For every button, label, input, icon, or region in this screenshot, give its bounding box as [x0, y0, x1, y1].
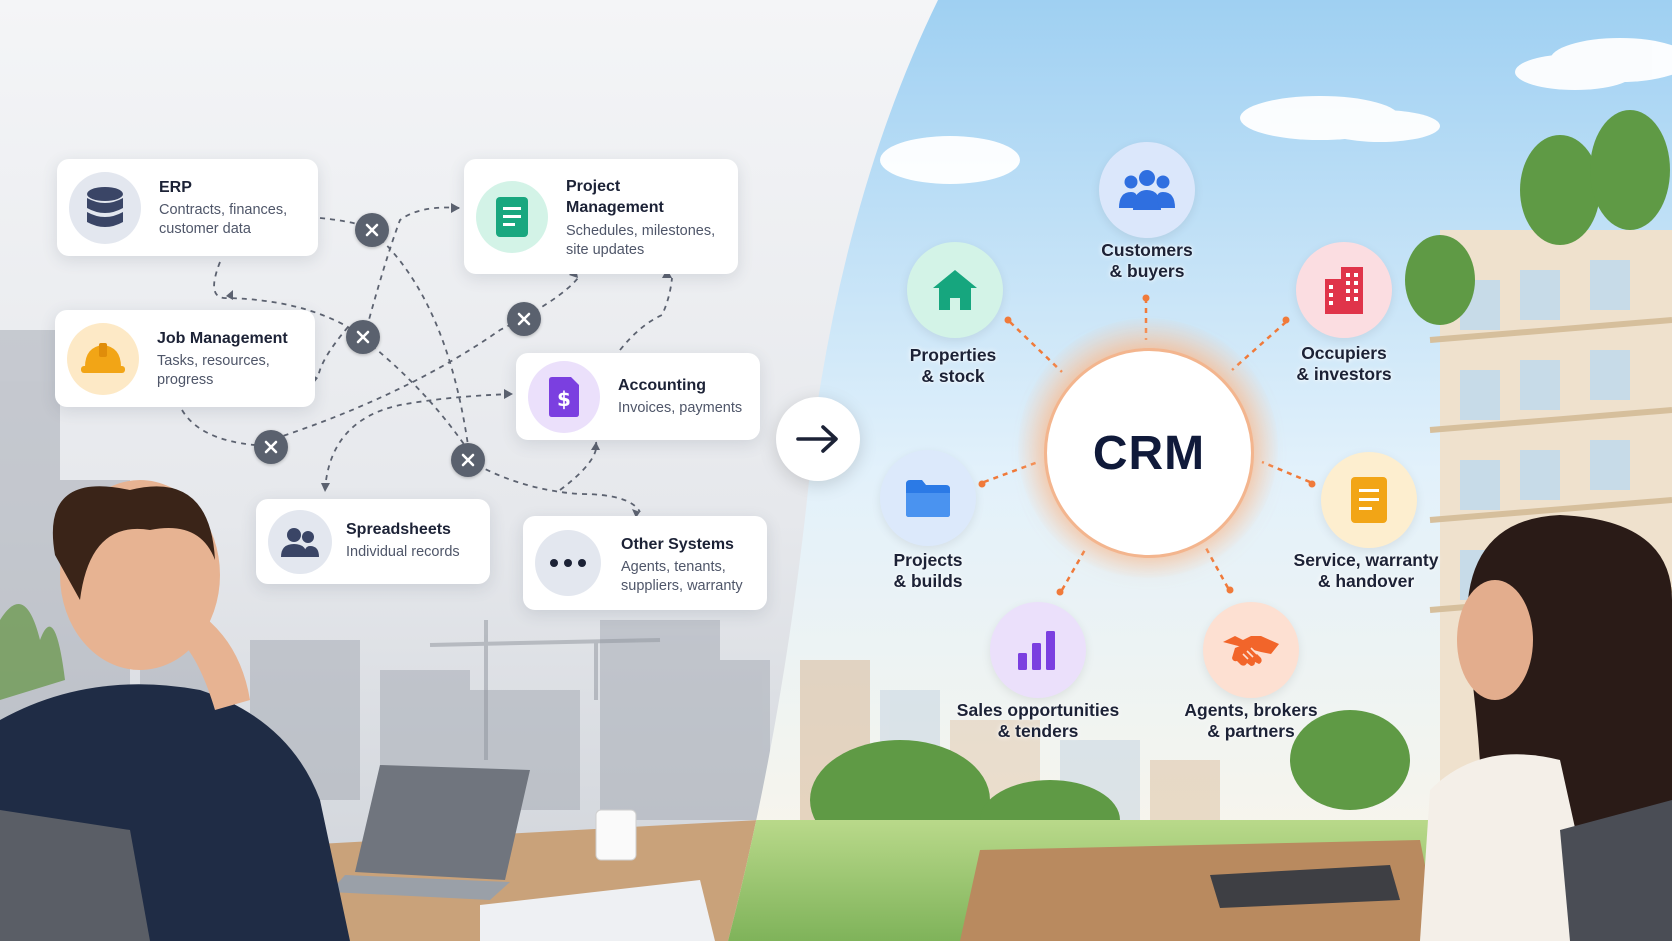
- properties-label-line-1: Properties: [909, 345, 997, 365]
- svg-text:$: $: [557, 387, 571, 411]
- customers-label: Customers & buyers: [1037, 240, 1257, 282]
- broken-link-x-icon: [507, 302, 541, 336]
- sales-label-line-2: & tenders: [997, 721, 1079, 741]
- project-management-card: Project Management Schedules, milestones…: [464, 159, 738, 274]
- document-icon: [1351, 477, 1387, 523]
- customers-label-line-1: Customers: [1101, 240, 1193, 260]
- agents-node: [1203, 602, 1299, 698]
- hard-hat-icon: [67, 322, 139, 395]
- agents-label-line-2: & partners: [1207, 721, 1295, 741]
- other-systems-subtitle-line-2: suppliers, warranty: [621, 578, 743, 594]
- database-icon: [69, 171, 141, 244]
- project-management-subtitle-line-1: Schedules, milestones,: [566, 223, 716, 239]
- service-label: Service, warranty & handover: [1256, 550, 1476, 592]
- accounting-card: $ Accounting Invoices, payments: [516, 353, 760, 440]
- accounting-title: Accounting: [618, 377, 706, 394]
- projects-label-line-1: Projects: [893, 550, 963, 570]
- more-options-icon: [535, 530, 601, 596]
- broken-link-x-icon: [346, 320, 380, 354]
- people-icon: [268, 509, 332, 574]
- other-systems-title: Other Systems: [621, 536, 734, 553]
- arrow-right-icon: [776, 397, 860, 481]
- projects-label-line-2: & builds: [893, 571, 963, 591]
- erp-title: ERP: [159, 179, 192, 196]
- service-label-line-1: Service, warranty: [1293, 550, 1439, 570]
- spreadsheets-card: Spreadsheets Individual records: [256, 499, 490, 584]
- agents-label-line-1: Agents, brokers: [1184, 700, 1318, 720]
- projects-label: Projects & builds: [818, 550, 1038, 592]
- bar-chart-icon: [1018, 631, 1055, 670]
- erp-subtitle-line-2: customer data: [159, 221, 251, 237]
- broken-link-x-icon: [355, 213, 389, 247]
- service-node: [1321, 452, 1417, 548]
- occupiers-label: Occupiers & investors: [1234, 343, 1454, 385]
- broken-link-x-icon: [451, 443, 485, 477]
- occupiers-label-line-1: Occupiers: [1301, 343, 1387, 363]
- projects-node: [880, 450, 976, 546]
- customers-node: [1099, 142, 1195, 238]
- house-icon: [933, 270, 977, 310]
- crm-hub: CRM: [1044, 348, 1254, 558]
- other-systems-subtitle-line-1: Agents, tenants,: [621, 559, 726, 575]
- sales-node: [990, 602, 1086, 698]
- accounting-subtitle: Invoices, payments: [618, 400, 743, 416]
- building-icon: [1325, 267, 1363, 314]
- customers-label-line-2: & buyers: [1109, 261, 1185, 281]
- occupiers-label-line-2: & investors: [1296, 364, 1392, 384]
- occupiers-node: [1296, 242, 1392, 338]
- job-management-subtitle-line-1: Tasks, resources,: [157, 353, 270, 369]
- spreadsheets-title: Spreadsheets: [346, 521, 451, 538]
- service-label-line-2: & handover: [1317, 571, 1415, 591]
- document-icon: [476, 180, 548, 253]
- invoice-dollar-icon: $: [528, 360, 600, 433]
- project-management-subtitle-line-2: site updates: [566, 242, 645, 258]
- agents-label: Agents, brokers & partners: [1141, 700, 1361, 742]
- job-management-card: Job Management Tasks, resources, progres…: [55, 310, 315, 407]
- properties-node: [907, 242, 1003, 338]
- job-management-subtitle-line-2: progress: [157, 372, 214, 388]
- erp-card: ERP Contracts, finances, customer data: [57, 159, 318, 256]
- other-systems-card: Other Systems Agents, tenants, suppliers…: [523, 516, 767, 610]
- project-management-title-line-1: Project: [566, 178, 621, 195]
- broken-link-x-icon: [254, 430, 288, 464]
- job-management-title: Job Management: [157, 330, 288, 347]
- spreadsheets-subtitle: Individual records: [346, 544, 460, 560]
- folder-icon: [906, 480, 950, 517]
- erp-subtitle-line-1: Contracts, finances,: [159, 202, 288, 218]
- project-management-title-line-2: Management: [566, 199, 664, 216]
- properties-label: Properties & stock: [843, 345, 1063, 387]
- sales-label: Sales opportunities & tenders: [928, 700, 1148, 742]
- handshake-icon: [1223, 636, 1279, 666]
- people-icon: [1119, 170, 1175, 210]
- sales-label-line-1: Sales opportunities: [956, 700, 1120, 720]
- properties-label-line-2: & stock: [921, 366, 985, 386]
